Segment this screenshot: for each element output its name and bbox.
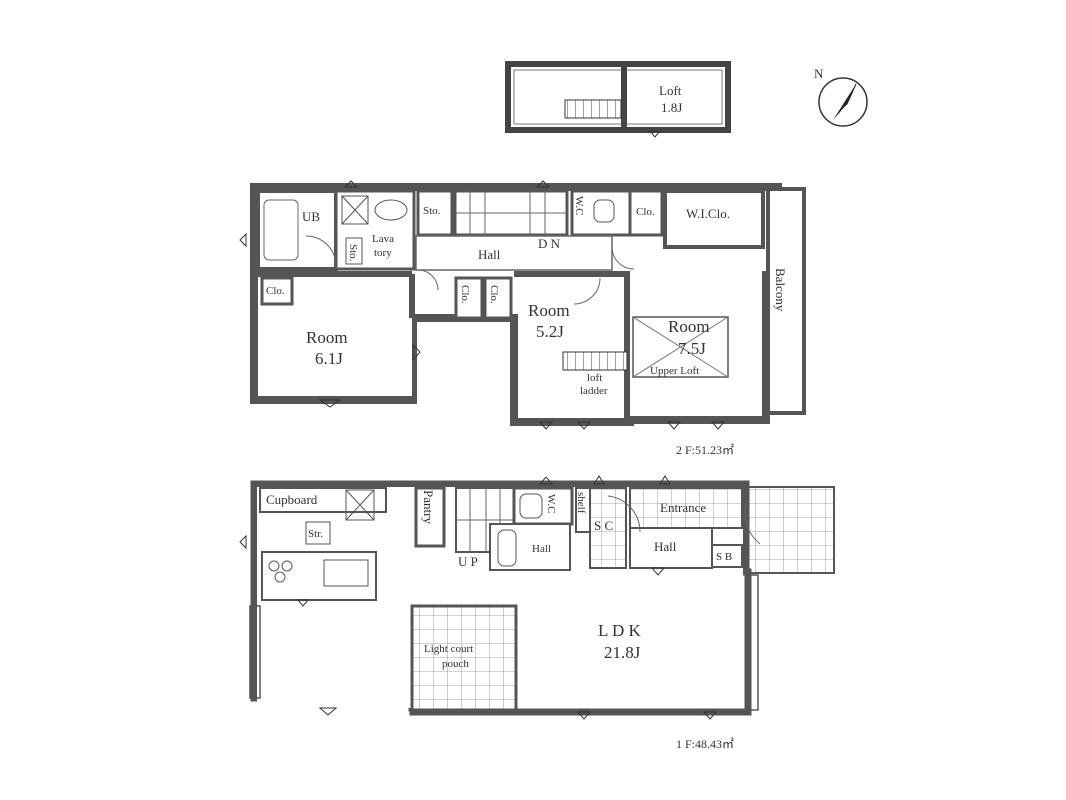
pantry-label: Pantry xyxy=(421,490,436,524)
ldk-size: 21.8J xyxy=(604,643,641,662)
shelf-label: shelf xyxy=(575,492,587,514)
down-label: D N xyxy=(538,236,561,251)
area-1f: 1 F:48.43㎡ xyxy=(676,737,734,751)
loft-ladder-label-2: ladder xyxy=(580,385,608,397)
upper-loft-label: Upper Loft xyxy=(650,365,699,377)
area-2f: 2 F:51.23㎡ xyxy=(676,443,734,457)
loft-name: Loft xyxy=(659,83,682,98)
closet-label-left: Clo. xyxy=(266,285,285,297)
closet-label-top: Clo. xyxy=(636,206,655,218)
cupboard-label: Cupboard xyxy=(266,492,318,507)
light-court-label-1: Light court xyxy=(424,643,473,655)
entrance-label: Entrance xyxy=(660,500,706,515)
storage-label-1f: Str. xyxy=(308,528,323,540)
hall-label-2f: Hall xyxy=(478,247,501,262)
lavatory-label-1: Lava xyxy=(372,233,394,245)
wic-label: W.I.Clo. xyxy=(686,206,730,221)
room-52-name: Room xyxy=(528,301,570,320)
storage-label: Sto. xyxy=(423,205,441,217)
compass: N xyxy=(814,66,868,127)
second-floor-plan: UB Lava tory Sto. Sto. W.C Clo. W.I.Clo.… xyxy=(239,180,806,457)
hall-label-1f-left: Hall xyxy=(532,543,551,555)
room-61-name: Room xyxy=(306,328,348,347)
closet-label-mid-1: Clo. xyxy=(459,285,471,304)
north-label: N xyxy=(814,66,824,81)
room-61-size: 6.1J xyxy=(315,349,343,368)
hall-label-1f-right: Hall xyxy=(654,539,677,554)
room-52-size: 5.2J xyxy=(536,322,564,341)
wc-label-2f: W.C xyxy=(573,196,585,215)
sb-label: S B xyxy=(716,551,732,563)
first-floor-plan: Cupboard Str. Pantry W.C shelf S C Entra… xyxy=(239,475,835,751)
lavatory-label-2: tory xyxy=(374,247,392,259)
room-75-name: Room xyxy=(668,317,710,336)
loft-size: 1.8J xyxy=(661,100,682,115)
ub-label: UB xyxy=(302,209,320,224)
loft-plan: Loft 1.8J xyxy=(505,61,731,138)
ldk-name: L D K xyxy=(598,621,642,640)
room-75-size: 7.5J xyxy=(678,339,706,358)
sc-label: S C xyxy=(594,518,613,533)
loft-ladder-label-1: loft xyxy=(587,372,602,384)
wc-label-1f: W.C xyxy=(545,494,557,513)
closet-label-mid-2: Clo. xyxy=(488,285,500,304)
storage-vertical-label: Sto. xyxy=(347,244,359,262)
balcony-label: Balcony xyxy=(773,268,788,312)
light-court-label-2: pouch xyxy=(442,658,469,670)
up-label: U P xyxy=(458,554,478,569)
